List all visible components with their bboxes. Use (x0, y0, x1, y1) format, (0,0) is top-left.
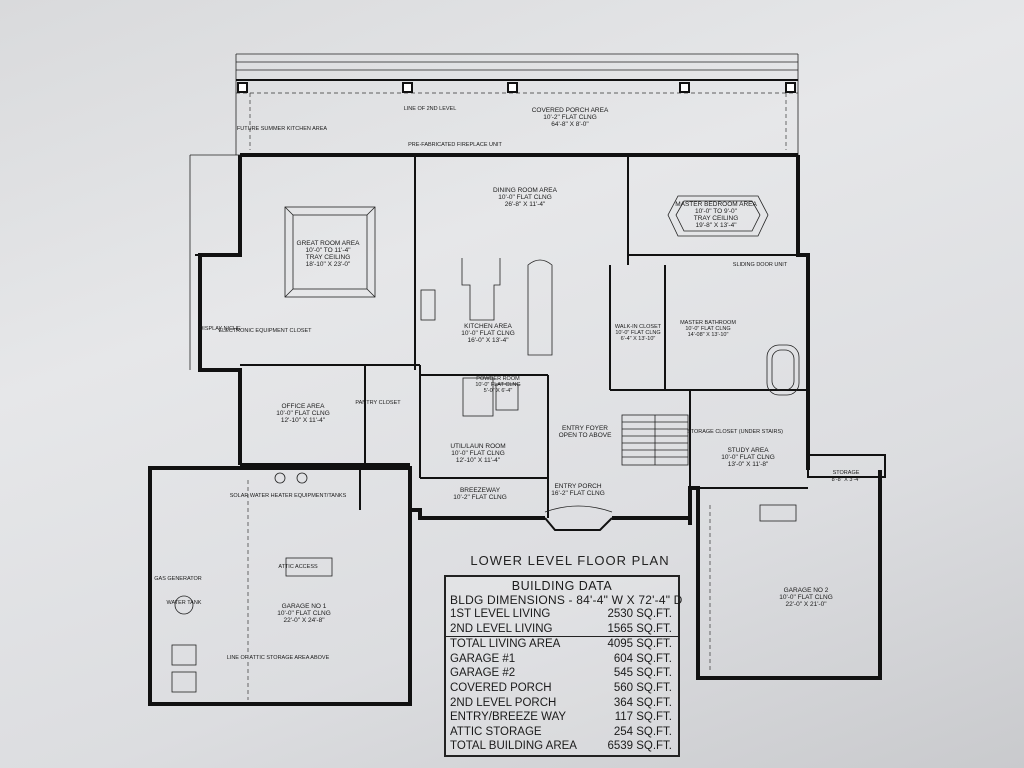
tray-ceilings (284, 195, 769, 298)
building-data-label: ATTIC STORAGE (450, 725, 542, 738)
note-storage-closet: STORAGE CLOSET (UNDER STAIRS) (687, 429, 783, 435)
building-data-title: BUILDING DATA (511, 579, 613, 593)
building-data-value: 560 SQ.FT. (613, 681, 672, 694)
building-data-value: 364 SQ.FT. (613, 696, 672, 709)
note-attic-access: ATTIC ACCESS (278, 564, 318, 570)
building-data-row: ENTRY/BREEZE WAY 117 SQ.FT. (446, 710, 678, 725)
exterior-walls (148, 153, 886, 706)
note-sliding-door: SLIDING DOOR UNIT (733, 262, 788, 268)
porch-columns (237, 82, 796, 93)
building-data-value: 6539 SQ.FT. (607, 740, 672, 753)
building-data-value: 117 SQ.FT. (614, 711, 672, 724)
note-gas-generator: GAS GENERATOR (154, 576, 202, 582)
building-data-label: GARAGE #1 (450, 652, 516, 665)
building-data-row: TOTAL BUILDING AREA 6539 SQ.FT. (446, 739, 678, 754)
note-water-tank: WATER TANK (167, 600, 202, 606)
floor-plan-title: LOWER LEVEL FLOOR PLAN (470, 553, 670, 568)
note-attic-storage: LINE OF ATTIC STORAGE AREA ABOVE (227, 655, 330, 661)
building-data-row: TOTAL LIVING AREA 4095 SQ.FT. (446, 637, 678, 652)
building-data-label: TOTAL LIVING AREA (450, 638, 561, 651)
note-solar-heater: SOLAR WATER HEATER EQUIPMENT/TANKS (230, 493, 347, 499)
interior-walls (195, 155, 808, 518)
building-data-row: GARAGE #1 604 SQ.FT. (446, 652, 678, 667)
building-data-value: 1565 SQ.FT. (607, 622, 672, 635)
building-data-value: 604 SQ.FT. (613, 652, 672, 665)
building-dimensions: BLDG DIMENSIONS - 84'-4" W X 72'-4" D (450, 593, 683, 607)
kitchen-fixtures (420, 258, 553, 417)
building-data-row: 2ND LEVEL LIVING 1565 SQ.FT. (446, 622, 678, 638)
building-data-rows: 1ST LEVEL LIVING 2530 SQ.FT. 2ND LEVEL LIV… (446, 607, 678, 754)
building-data-label: GARAGE #2 (450, 667, 516, 680)
note-pantry: PANTRY CLOSET (355, 400, 401, 406)
plan-notes: FUTURE SUMMER KITCHEN AREA LINE OF 2ND L… (154, 106, 788, 661)
garage1-equipment (171, 472, 797, 700)
stairs (621, 414, 689, 466)
note-display-niche: DISPLAY NICHE (199, 326, 241, 332)
building-data-row: ATTIC STORAGE 254 SQ.FT. (446, 725, 678, 740)
note-electronic-closet: ELECTRONIC EQUIPMENT CLOSET (218, 328, 312, 334)
building-data-value: 4095 SQ.FT. (607, 638, 672, 651)
building-data-label: 2ND LEVEL PORCH (450, 696, 557, 709)
note-fireplace: PRE-FABRICATED FIREPLACE UNIT (408, 142, 502, 148)
building-data-label: COVERED PORCH (450, 681, 552, 694)
entry-porch-bay (544, 505, 690, 531)
note-line-2nd-level: LINE OF 2ND LEVEL (404, 106, 457, 112)
building-data-label: TOTAL BUILDING AREA (450, 740, 577, 753)
building-data-value: 545 SQ.FT. (613, 667, 672, 680)
building-data-value: 2530 SQ.FT. (607, 608, 672, 620)
building-data-row: GARAGE #2 545 SQ.FT. (446, 666, 678, 681)
note-summer-kitchen: FUTURE SUMMER KITCHEN AREA (237, 126, 327, 132)
building-data-label: 1ST LEVEL LIVING (450, 608, 551, 620)
building-data-value: 254 SQ.FT. (613, 725, 672, 738)
building-data-row: 2ND LEVEL PORCH 364 SQ.FT. (446, 696, 678, 711)
building-data-row: COVERED PORCH 560 SQ.FT. (446, 681, 678, 696)
building-data-label: 2ND LEVEL LIVING (450, 622, 553, 635)
building-data-table: BUILDING DATA BLDG DIMENSIONS - 84'-4" W… (444, 575, 683, 757)
upper-overhang (235, 53, 799, 155)
building-data-row: 1ST LEVEL LIVING 2530 SQ.FT. (446, 607, 678, 622)
bathtub (766, 344, 800, 396)
building-data-label: ENTRY/BREEZE WAY (450, 711, 567, 724)
